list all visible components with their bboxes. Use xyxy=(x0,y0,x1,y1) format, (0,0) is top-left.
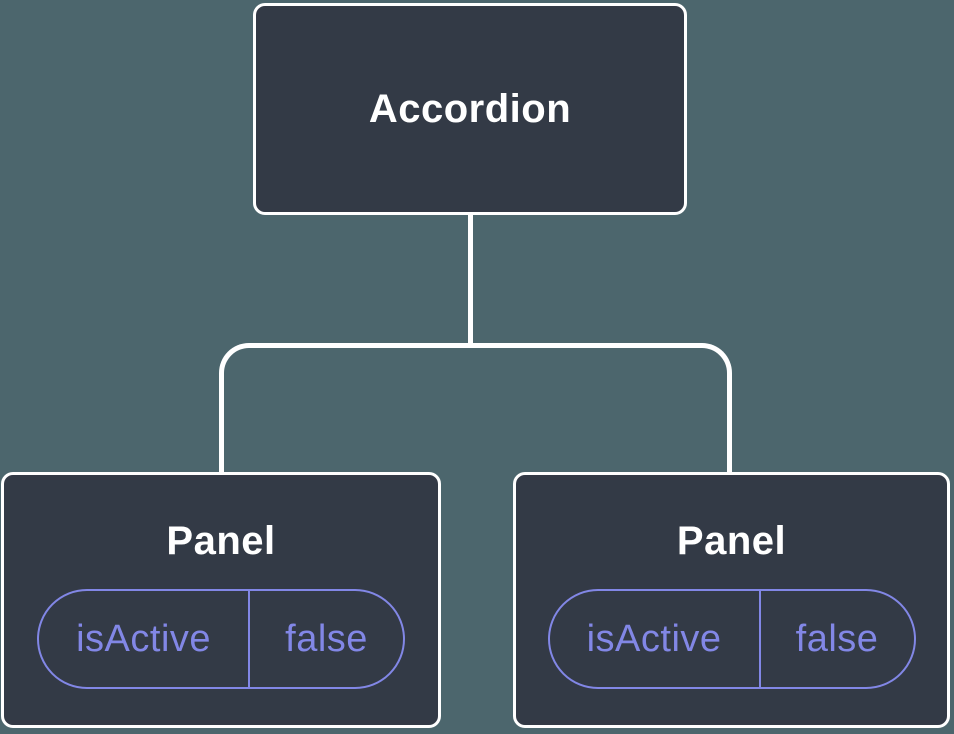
connector-root-stem xyxy=(468,211,473,345)
panel-right-state-name: isActive xyxy=(550,591,761,687)
connector-branch-fork xyxy=(219,343,732,472)
accordion-node-label: Accordion xyxy=(368,87,572,131)
panel-right-label: Panel xyxy=(676,519,787,563)
panel-right-state-pill: isActive false xyxy=(547,589,916,689)
panel-node-left: Panel isActive false xyxy=(1,472,441,728)
panel-left-state-pill: isActive false xyxy=(37,589,405,689)
panel-left-state-value: false xyxy=(285,617,368,660)
panel-left-state-name: isActive xyxy=(39,591,251,687)
accordion-node: Accordion xyxy=(253,3,687,215)
panel-node-right: Panel isActive false xyxy=(513,472,950,728)
panel-right-state-value: false xyxy=(795,617,879,660)
panel-left-label: Panel xyxy=(166,519,276,563)
